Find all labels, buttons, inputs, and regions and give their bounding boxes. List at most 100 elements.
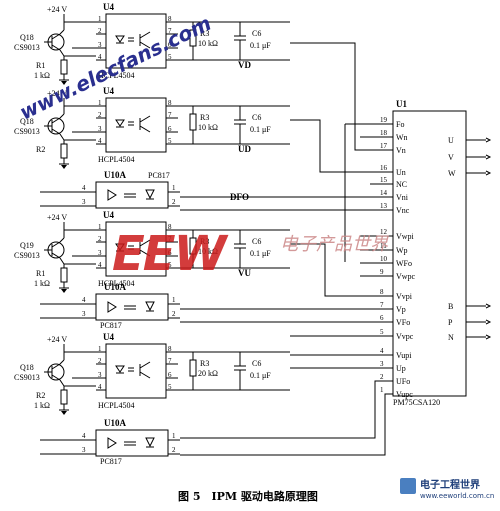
pc817-output-wire — [168, 439, 180, 455]
resistor-icon — [60, 389, 68, 405]
arrow-icon — [485, 334, 492, 340]
ipm-pin-name: NC — [396, 180, 407, 189]
ground-icon — [61, 81, 67, 85]
ipm-pin-name: Vupc — [396, 390, 413, 399]
ipm-pin-name: WFo — [396, 259, 412, 268]
capacitor-icon — [234, 352, 246, 390]
transistor-part: CS9013 — [14, 251, 40, 260]
capacitor-ref: C6 — [252, 113, 261, 122]
ipm-out-w: W — [448, 169, 492, 178]
hcpl-body — [105, 221, 167, 277]
supply-wire — [63, 14, 96, 23]
light-arrow — [128, 245, 134, 250]
ipm-pin-number: 5 — [380, 328, 384, 336]
rail-wire — [230, 351, 290, 391]
pc817-ref: U10A — [104, 170, 126, 180]
resistor-ref: R3 — [200, 29, 209, 38]
ground-icon — [61, 289, 67, 293]
ipm-pin-number: 3 — [380, 360, 384, 368]
ipm-pin-name: Fo — [396, 120, 404, 129]
phototransistor-icon — [107, 301, 117, 313]
ipm-out-name: U — [448, 136, 454, 145]
ground-wire — [59, 282, 69, 289]
light-arrow — [128, 37, 134, 42]
hcpl-pin-right: 8 — [168, 345, 172, 353]
pc817-part: PC817 — [100, 321, 122, 330]
eew-logo-text: EEW — [112, 226, 229, 282]
capacitor-value: 0.1 μF — [250, 249, 271, 258]
resistor-icon — [189, 113, 197, 131]
resistor-value: 1 kΩ — [34, 279, 50, 288]
transistor-ref: Q18 — [20, 33, 34, 42]
corner-logo-icon — [400, 478, 416, 494]
hcpl-pin-left: 2 — [98, 111, 102, 119]
eew-tagline: 电子产品世界 — [280, 234, 389, 255]
ipm-out-u: U — [448, 136, 492, 145]
capacitor-ref: C6 — [252, 237, 261, 246]
rail-wire — [178, 105, 230, 145]
light-arrow — [128, 121, 134, 126]
led-icon — [115, 243, 125, 252]
transistor-leads — [44, 117, 61, 135]
hcpl-ref: U4 — [103, 332, 114, 342]
phototransistor-icon — [139, 31, 151, 49]
capacitor-ref: C6 — [252, 29, 261, 38]
transistor-part: CS9013 — [14, 43, 40, 52]
hcpl-pin-right: 8 — [168, 99, 172, 107]
pc817-ref: U10A — [104, 282, 126, 292]
hcpl-ref: U4 — [103, 2, 114, 12]
ipm-pin-name: Up — [396, 364, 406, 373]
ground-icon — [61, 165, 67, 169]
opto-input-wire — [64, 255, 96, 265]
eew-logo: EEW 电子产品世界 — [112, 226, 389, 282]
ipm-ref: U1 — [396, 99, 407, 109]
phototransistor-icon — [107, 189, 117, 201]
hcpl-pin-left: 2 — [98, 235, 102, 243]
pc817-pin: 3 — [82, 198, 86, 206]
resistor-ref: R3 — [200, 359, 209, 368]
led-icon — [145, 437, 155, 448]
pc817-ref: U10A — [104, 418, 126, 428]
opto-input-wire — [64, 47, 96, 57]
corner-logo: 电子工程世界 www.eeworld.com.cn — [400, 478, 494, 500]
ipm-out-n: N — [448, 333, 492, 342]
supply-wire — [63, 222, 96, 231]
ipm-out-p: P — [448, 318, 492, 327]
hcpl-pin-left: 4 — [98, 383, 102, 391]
transistor-ref: Q18 — [20, 117, 34, 126]
ipm-pin-number: 13 — [380, 202, 388, 210]
arrow-icon — [485, 154, 492, 160]
transistor-part: CS9013 — [14, 373, 40, 382]
ipm-pin-name: Vwpi — [396, 232, 415, 241]
capacitor-icon — [234, 230, 246, 268]
ipm-pin-number: 9 — [380, 268, 384, 276]
ipm-pin-name: VFo — [396, 318, 410, 327]
ipm-pin-number: 14 — [380, 189, 388, 197]
ground-wire — [59, 74, 69, 81]
pc817-input-wire — [40, 439, 96, 455]
transistor-leads — [44, 33, 61, 51]
ipm-out-b: B — [448, 302, 492, 311]
phototransistor-icon — [139, 361, 151, 379]
pc817-part: PC817 — [100, 457, 122, 466]
hcpl-pin-right: 5 — [168, 137, 172, 145]
hcpl-part: HCPL4504 — [98, 71, 134, 80]
ipm-out-name: V — [448, 153, 454, 162]
hcpl-pin-right: 6 — [168, 125, 172, 133]
hcpl-pin-right: 5 — [168, 261, 172, 269]
capacitor-ref: C6 — [252, 359, 261, 368]
pc817-output-wire — [168, 191, 180, 207]
